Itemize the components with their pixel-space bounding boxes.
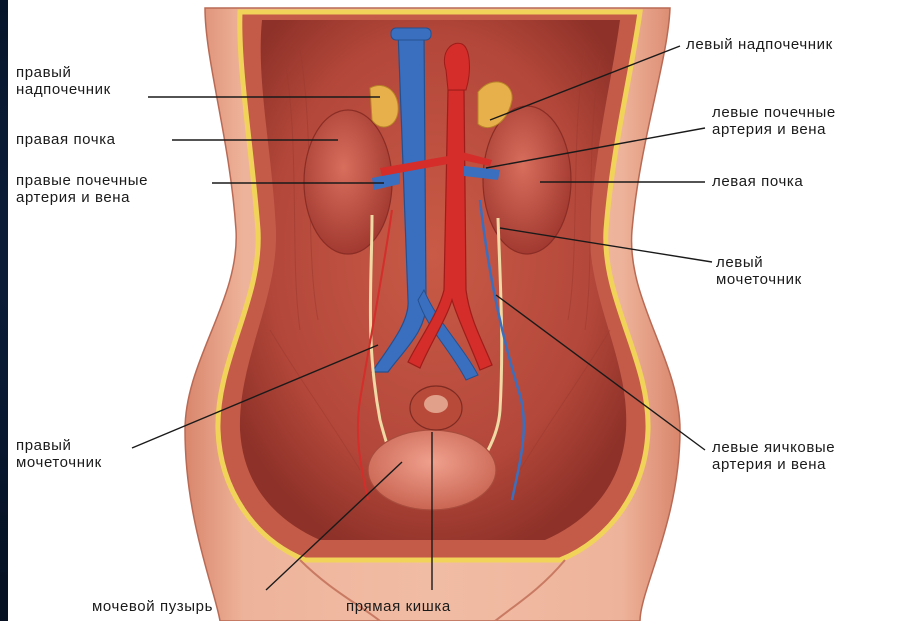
- label-right-renal-vessels: правые почечные артерия и вена: [16, 172, 148, 206]
- rectum-opening: [424, 395, 448, 413]
- label-right-adrenal: правый надпочечник: [16, 64, 111, 98]
- label-rectum: прямая кишка: [346, 598, 451, 615]
- label-left-kidney: левая почка: [712, 173, 803, 190]
- aortic-arch-branches: [444, 43, 469, 90]
- label-bladder: мочевой пузырь: [92, 598, 213, 615]
- label-left-adrenal: левый надпочечник: [686, 36, 833, 53]
- vena-cava-top: [391, 28, 431, 40]
- label-left-renal-vessels: левые почечные артерия и вена: [712, 104, 836, 138]
- label-left-ureter: левый мочеточник: [716, 254, 802, 288]
- label-right-kidney: правая почка: [16, 131, 116, 148]
- label-left-testicular-vessels: левые яичковые артерия и вена: [712, 439, 835, 473]
- label-right-ureter: правый мочеточник: [16, 437, 102, 471]
